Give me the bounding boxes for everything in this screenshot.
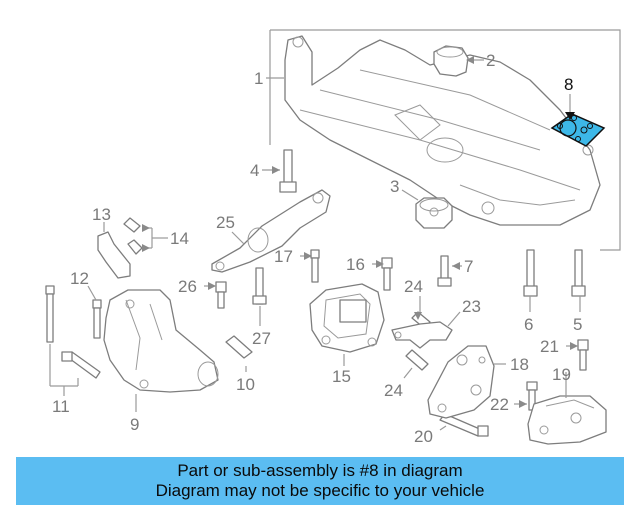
callout-18: 18 xyxy=(510,355,529,374)
callouts: 1 2 3 4 5 6 7 8 9 10 11 12 13 14 15 16 1… xyxy=(52,51,582,446)
callout-16: 16 xyxy=(346,255,365,274)
info-banner: Part or sub-assembly is #8 in diagram Di… xyxy=(16,457,624,505)
callout-5: 5 xyxy=(573,315,582,334)
subframe-part-1 xyxy=(284,35,601,226)
torque-arm-part-25 xyxy=(211,189,331,273)
arrowheads xyxy=(142,56,578,408)
bracket-part-8 xyxy=(550,113,606,147)
callout-11: 11 xyxy=(52,397,70,416)
callout-10: 10 xyxy=(236,375,255,394)
callout-4: 4 xyxy=(250,161,259,180)
callout-2: 2 xyxy=(486,51,495,70)
callout-9: 9 xyxy=(130,415,139,434)
callout-22: 22 xyxy=(490,395,509,414)
callout-20: 20 xyxy=(414,427,433,446)
mount-part-2 xyxy=(433,45,469,77)
bushing-part-3 xyxy=(415,197,453,229)
callout-8: 8 xyxy=(564,75,573,94)
banner-line-2: Diagram may not be specific to your vehi… xyxy=(155,481,485,500)
callout-13: 13 xyxy=(92,205,111,224)
callout-1: 1 xyxy=(254,69,263,88)
callout-23: 23 xyxy=(462,297,481,316)
callout-27: 27 xyxy=(252,329,271,348)
bolts xyxy=(45,149,589,437)
callout-6: 6 xyxy=(524,315,533,334)
callout-25: 25 xyxy=(216,213,235,232)
subframe-box xyxy=(269,29,621,251)
bracket-part-18 xyxy=(427,345,495,419)
parts-diagram: 1 2 3 4 5 6 7 8 9 10 11 12 13 14 15 16 1… xyxy=(45,29,621,446)
callout-12: 12 xyxy=(70,269,89,288)
callout-19: 19 xyxy=(552,365,571,384)
callout-17: 17 xyxy=(274,247,293,266)
mount-part-9 xyxy=(103,289,219,393)
callout-15: 15 xyxy=(332,367,351,386)
callout-24-lower: 24 xyxy=(384,381,403,400)
callout-24-upper: 24 xyxy=(404,277,423,296)
callout-3: 3 xyxy=(390,177,399,196)
bracket-part-13 xyxy=(97,231,131,279)
callout-7: 7 xyxy=(464,257,473,276)
mount-part-19 xyxy=(527,395,607,445)
callout-14: 14 xyxy=(170,229,189,248)
link-part-23 xyxy=(391,321,453,349)
callout-26: 26 xyxy=(178,277,197,296)
banner-line-1: Part or sub-assembly is #8 in diagram xyxy=(177,461,463,480)
mount-part-15 xyxy=(309,283,385,353)
callout-21: 21 xyxy=(540,337,559,356)
